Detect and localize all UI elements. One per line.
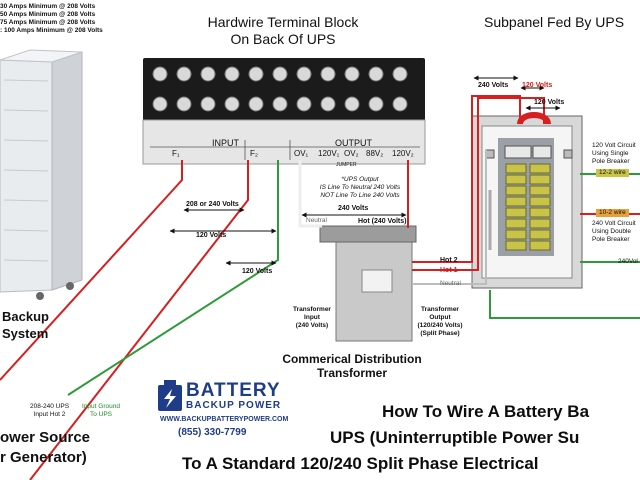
breaker [505, 218, 527, 229]
breaker [529, 196, 551, 207]
breaker-spec-list: 30 Amps Minimum @ 208 Volts 50 Amps Mini… [0, 3, 103, 35]
breaker-spec-75: 75 Amps Minimum @ 208 Volts [0, 19, 96, 26]
breaker [529, 218, 551, 229]
terminal-120v1: 120V₁ [318, 149, 340, 158]
hot-240-label: Hot (240 Volts) [358, 218, 407, 225]
breaker [505, 163, 527, 174]
terminal-screw [368, 66, 384, 82]
terminal-screw [272, 96, 288, 112]
battery-logo-icon [158, 380, 182, 411]
breaker-spec-30: 30 Amps Minimum @ 208 Volts [0, 3, 96, 10]
breaker [529, 207, 551, 218]
breaker [529, 185, 551, 196]
top-240-label: 240 Volts [478, 82, 509, 89]
terminal-screw [224, 96, 240, 112]
terminal-screw [272, 66, 288, 82]
terminal-screw [320, 66, 336, 82]
ups-cabinet [0, 49, 83, 300]
hot2-label: Hot 2 [440, 257, 458, 264]
breaker [529, 163, 551, 174]
terminal-block [142, 58, 426, 165]
input-208-240-label: 208 or 240 Volts [186, 201, 239, 208]
ups-output-note: *UPS Output IS Line To Neutral 240 Volts… [319, 176, 401, 199]
top-120-label: 120 Volts [534, 99, 565, 106]
headline-line-3: To A Standard 120/240 Split Phase Electr… [182, 454, 539, 473]
circuit-120-note: 120 Volt Circuit Using Single Pole Break… [592, 142, 636, 165]
terminal-screw [392, 66, 408, 82]
neutral-label: Neutral [306, 217, 327, 224]
terminal-screw [344, 66, 360, 82]
terminal-screw [392, 96, 408, 112]
terminal-screw [296, 96, 312, 112]
terminal-screw [248, 66, 264, 82]
breaker [505, 185, 527, 196]
subpanel-title: Subpanel Fed By UPS [484, 14, 625, 30]
breaker [529, 229, 551, 240]
terminal-screw [200, 96, 216, 112]
terminal-input-label: INPUT [212, 138, 239, 148]
terminal-screw [296, 66, 312, 82]
wire-10-2-label: 10-2 wire [596, 209, 629, 217]
breaker [505, 240, 527, 251]
transformer-title: Commerical Distribution Transformer [282, 352, 422, 380]
terminal-screw [368, 96, 384, 112]
terminal-120v2: 120V₂ [392, 149, 414, 158]
breaker [505, 196, 527, 207]
terminal-screw [176, 66, 192, 82]
terminal-screw [344, 96, 360, 112]
ups-system-label: Backup System [2, 309, 49, 341]
breaker [529, 174, 551, 185]
brand-url-link[interactable]: WWW.BACKUPBATTERYPOWER.COM [160, 416, 289, 423]
terminal-ov1: OV₁ [294, 149, 309, 158]
brand-phone: (855) 330-7799 [178, 427, 247, 438]
terminal-screw [152, 96, 168, 112]
wire-12-2-label: 12-2 wire [596, 169, 629, 177]
terminal-ov2: OV₂ [344, 149, 359, 158]
breaker [505, 207, 527, 218]
ups-input-ground-label: Input Ground To UPS [82, 403, 120, 418]
terminal-f1: F₁ [172, 149, 180, 158]
breaker-spec-100: : 100 Amps Minimum @ 208 Volts [0, 27, 103, 34]
transformer-neutral-label: Neutral [440, 280, 461, 287]
breaker [529, 240, 551, 251]
terminal-output-label: OUTPUT [335, 138, 372, 148]
brand-name-bottom: BACKUP POWER [186, 400, 282, 411]
ups-input-hot2-label: 208-240 UPS Input Hot 2 [30, 403, 70, 418]
hardwire-title: Hardwire Terminal Block On Back Of UPS [207, 14, 359, 47]
circuit-240-note: 240 Volt Circuit Using Double Pole Break… [592, 220, 636, 243]
side-240-label: 240Vol [618, 258, 638, 265]
input-120-label: 120 Volts [196, 232, 227, 239]
breaker [505, 174, 527, 185]
caster-wheel [36, 292, 44, 300]
terminal-88v2: 88V₂ [366, 149, 384, 158]
terminal-screw [152, 66, 168, 82]
terminal-screw [224, 66, 240, 82]
input-120-b-label: 120 Volts [242, 268, 273, 275]
transformer [319, 225, 417, 342]
breaker-spec-50: 50 Amps Minimum @ 208 Volts [0, 11, 96, 18]
transformer-output-label: Transformer Output (120/240 Volts) (Spli… [417, 306, 463, 337]
power-source-label: ower Source r Generator) [0, 429, 91, 466]
terminal-f2: F₂ [250, 149, 258, 158]
hot1-label: Hot 1 [440, 267, 458, 274]
caster-wheel [66, 282, 74, 290]
top-120-red-label: 120 Volts [522, 82, 553, 89]
jumper-label: JUMPER [336, 162, 357, 168]
voltage-arrows [169, 75, 561, 266]
breaker [505, 229, 527, 240]
brand-name-top: BATTERY [186, 380, 281, 401]
output-240-label: 240 Volts [338, 205, 369, 212]
subpanel [471, 115, 583, 289]
headline-line-1: How To Wire A Battery Ba [382, 402, 590, 421]
terminal-screw [320, 96, 336, 112]
terminal-screw [248, 96, 264, 112]
terminal-screw [200, 66, 216, 82]
transformer-input-label: Transformer Input (240 Volts) [293, 306, 331, 329]
headline-line-2: UPS (Uninterruptible Power Su [330, 428, 580, 447]
terminal-screw [176, 96, 192, 112]
